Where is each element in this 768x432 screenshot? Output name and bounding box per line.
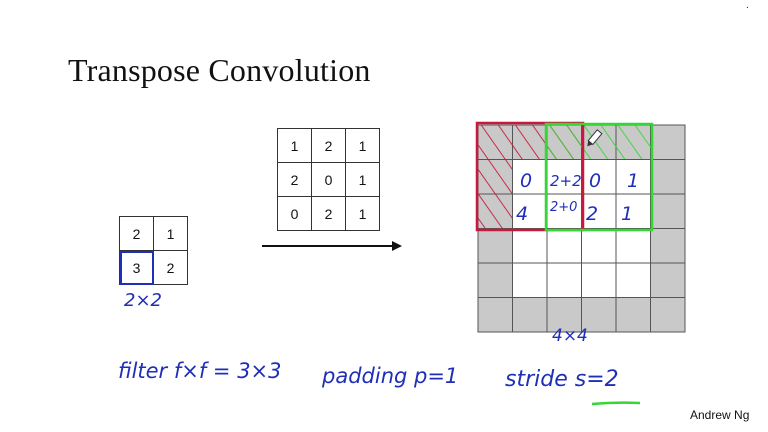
output-value: 1 <box>621 203 634 225</box>
stride-annotation: stride s=2 <box>505 367 619 392</box>
padding-cell <box>650 262 686 298</box>
input-cell: 2 <box>119 216 154 251</box>
filter-size-annotation: filter f×f = 3×3 <box>118 359 282 383</box>
input-matrix-row: 3 2 <box>119 250 188 285</box>
output-cell <box>615 159 651 195</box>
padding-cell <box>477 228 513 264</box>
slide-title: Transpose Convolution <box>68 52 371 88</box>
output-cell <box>581 262 617 298</box>
padding-cell <box>546 297 582 333</box>
padding-cell <box>650 228 686 264</box>
filter-cell: 0 <box>311 162 346 197</box>
padding-cell <box>650 159 686 195</box>
red-filter-box <box>475 121 585 232</box>
output-value: 2+2 <box>550 172 582 190</box>
output-cell <box>512 159 548 195</box>
output-value: 1 <box>627 170 640 192</box>
output-value: 4 <box>516 203 529 225</box>
filter-cell: 1 <box>277 128 312 163</box>
corner-dot: . <box>746 0 749 11</box>
output-cell <box>546 262 582 298</box>
padding-cell <box>650 297 686 333</box>
output-cell <box>581 228 617 264</box>
padding-cell <box>512 297 548 333</box>
green-hatch-top <box>547 125 651 159</box>
padding-cell <box>615 297 651 333</box>
filter-cell: 2 <box>311 196 346 231</box>
filter-cell: 0 <box>277 196 312 231</box>
input-cell: 2 <box>153 250 188 285</box>
output-cell <box>512 193 548 229</box>
output-cell <box>512 228 548 264</box>
padding-cell <box>581 297 617 333</box>
output-cell <box>615 228 651 264</box>
input-cell: 1 <box>153 216 188 251</box>
input-matrix-row: 2 1 <box>119 216 188 251</box>
output-size-label: 4×4 <box>552 326 588 346</box>
output-value: 0 <box>589 170 602 192</box>
red-hatch-left <box>478 159 512 228</box>
output-cell <box>581 159 617 195</box>
output-cell <box>546 159 582 195</box>
output-value: 2+0 <box>550 200 578 215</box>
output-cell <box>546 228 582 264</box>
input-matrix: 2 1 3 2 <box>119 216 188 285</box>
green-filter-box <box>544 122 654 232</box>
author-credit: Andrew Ng <box>690 408 750 422</box>
filter-matrix-row: 0 2 1 <box>277 196 380 231</box>
output-cell <box>581 193 617 229</box>
padding-cell <box>650 124 686 160</box>
input-size-label: 2×2 <box>124 290 162 311</box>
filter-matrix: 1 2 1 2 0 1 0 2 1 <box>277 128 380 231</box>
pencil-icon <box>587 129 603 147</box>
right-arrow-icon <box>262 241 402 251</box>
output-value: 0 <box>520 170 533 192</box>
filter-matrix-row: 2 0 1 <box>277 162 380 197</box>
padding-annotation: padding p=1 <box>322 364 459 388</box>
output-cell <box>615 262 651 298</box>
padding-cell <box>650 193 686 229</box>
padding-cell <box>477 297 513 333</box>
filter-cell: 1 <box>345 196 380 231</box>
output-cell <box>512 262 548 298</box>
padding-cell <box>477 262 513 298</box>
output-value: 2 <box>586 203 599 225</box>
